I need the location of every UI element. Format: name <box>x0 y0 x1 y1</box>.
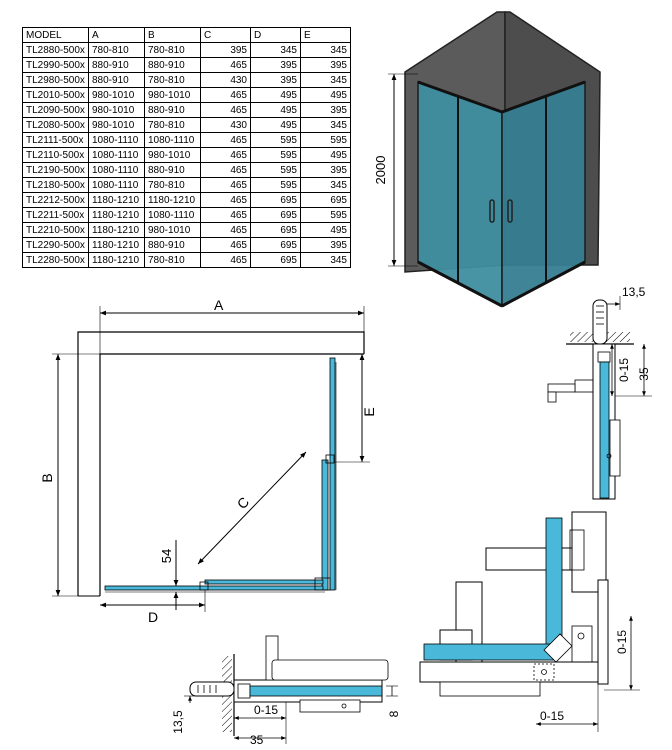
glass-section-vertical <box>599 361 610 499</box>
bottom-dimension-13-5-label: 13,5 <box>171 710 185 734</box>
table-cell: 345 <box>300 252 351 268</box>
dimension-c-label: C <box>234 494 253 512</box>
dimension-54-label: 54 <box>159 549 174 563</box>
right-glass-section <box>329 357 336 591</box>
door-handle-icon <box>489 199 495 223</box>
table-cell: 345 <box>300 72 351 88</box>
dimension-0-15-label: 0-15 <box>617 358 631 382</box>
dimension-35-label: 35 <box>637 367 651 381</box>
table-cell: 1180-1210 <box>88 252 145 268</box>
wall-anchor-icon <box>592 299 608 345</box>
dimension-b-label: B <box>39 473 55 482</box>
door-handle-icon <box>507 199 513 223</box>
bottom-dimension-35-label: 35 <box>250 733 264 747</box>
wall-profile-detail-horizontal: 13,5 0-15 35 8 <box>171 635 401 747</box>
height-dimension-label: 2000 <box>373 156 388 185</box>
left-glass-panel <box>417 80 503 308</box>
dimension-d-label: D <box>148 609 158 625</box>
bottom-dimension-8-label: 8 <box>387 710 401 717</box>
wall-profile-detail-vertical: 13,5 0-15 35 <box>547 285 652 500</box>
wall-anchor-horizontal-icon <box>189 681 235 697</box>
bottom-glass-section <box>104 585 324 591</box>
dimension-a-label: A <box>214 297 224 313</box>
shower-enclosure-render: 2000 <box>373 11 601 308</box>
bottom-dimension-0-15-label: 0-15 <box>254 703 278 717</box>
table-cell: TL2280-500x <box>22 252 89 268</box>
glass-section-horizontal <box>249 685 383 697</box>
plan-view: A B C D E 54 <box>39 297 377 625</box>
right-glass-panel <box>501 80 586 308</box>
corner-dimension-0-15-bottom-label: 0-15 <box>540 709 564 723</box>
corner-profile-detail: 0-15 0-15 <box>419 511 640 732</box>
corner-glass-horizontal <box>423 643 555 661</box>
table-cell: 695 <box>250 252 301 268</box>
dimension-13-5-label: 13,5 <box>622 285 646 299</box>
dimension-e-label: E <box>361 407 377 416</box>
corner-dimension-0-15-right-label: 0-15 <box>615 630 629 654</box>
corner-glass-vertical <box>545 517 563 649</box>
